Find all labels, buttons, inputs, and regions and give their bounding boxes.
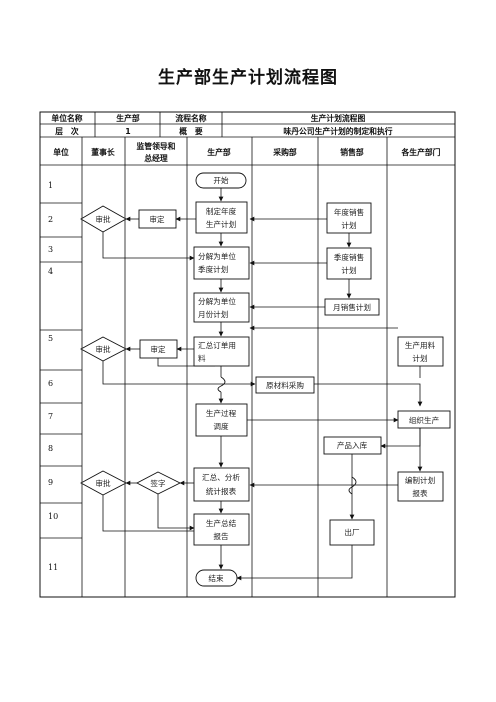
flow-label: 流程名称 [175,113,206,123]
dept-material-node [397,336,444,367]
final-report-node [193,513,250,546]
col-production: 生产部 [207,147,231,157]
col-board: 董事长 [91,147,115,157]
end-node [195,569,238,587]
row-number: 10 [48,512,58,521]
quarter-plan-label: 季度计划 [198,264,228,274]
compile-report-label: 编制计划 [405,475,435,485]
material-purchase-label: 原材料采购 [266,380,304,390]
review2-label: 审定 [150,344,166,354]
row-number: 4 [48,267,53,276]
dept-material-label: 计划 [412,353,427,363]
quarter-plan-node [193,246,250,280]
summary-material-label: 料 [198,353,206,363]
analysis-report-label: 汇总、分析 [202,472,240,482]
approve2-label: 审批 [95,344,111,354]
row-number: 5 [48,334,53,343]
sales-month-label: 月销售计划 [333,302,371,312]
analysis-report-label: 统计报表 [206,486,237,496]
approve2-decision [80,336,127,362]
quarter-plan-label: 分解为单位 [198,251,236,261]
row-number: 11 [48,563,58,572]
summary-material-label: 汇总订单用 [198,340,236,350]
unit-value: 生产部 [116,113,140,123]
month-plan-node [193,292,250,323]
col-departments: 各生产部门 [401,147,441,157]
analysis-report-node [193,467,250,502]
row-number: 1 [48,181,53,190]
row-number: 7 [48,412,53,421]
annual-plan-label: 制定年度 [206,206,237,216]
final-report-label: 报告 [213,531,229,541]
sales-quarter-label: 季度销售 [334,252,364,262]
dept-material-label: 生产用料 [405,340,436,350]
approve3-decision [80,470,127,496]
process-dispatch-label: 生产过程 [206,408,237,418]
info-table [39,111,456,598]
start-node [195,172,247,189]
line-crossing [217,376,226,393]
lane-grid [40,137,388,597]
final-report-label: 生产总结 [206,518,237,528]
sign-decision [136,471,182,495]
approve3-label: 审批 [95,478,111,488]
sign-label: 签字 [150,478,166,488]
row-number: 9 [48,478,53,487]
unit-label: 单位名称 [51,113,82,123]
page-title: 生产部生产计划流程图 [158,68,338,88]
shipment-node [329,519,375,546]
summary-label: 概 要 [179,126,203,136]
compile-report-node [397,471,444,502]
organize-production-label: 组织生产 [409,415,440,425]
organize-production-node [397,410,451,429]
approve1-label: 审批 [95,214,111,224]
month-plan-label: 分解为单位 [198,296,236,306]
review2-node [139,339,178,359]
col-unit: 单位 [53,147,69,157]
row-number: 3 [48,245,53,254]
storage-node [323,436,382,455]
line-crossing [348,476,357,495]
month-plan-label: 月份计划 [198,309,228,319]
annual-plan-node [195,201,248,234]
review1-label: 审定 [149,214,165,224]
approve1-decision [80,205,127,233]
sales-quarter-label: 计划 [341,265,356,275]
row-number: 8 [48,444,53,453]
sales-annual-node [326,202,372,234]
end-label: 结束 [208,573,224,583]
col-supervisor-line2: 总经理 [144,153,168,163]
sales-annual-label: 计划 [341,220,356,230]
storage-label: 产品入库 [337,440,368,450]
sales-month-node [324,298,380,316]
row-number: 2 [48,215,53,224]
annual-plan-label: 生产计划 [206,219,236,229]
summary-value: 味丹公司生产计划的制定和执行 [283,126,392,136]
col-sales: 销售部 [340,147,364,157]
summary-material-node [193,336,250,367]
start-label: 开始 [213,175,229,185]
material-purchase-node [255,376,315,394]
sales-quarter-node [326,247,372,280]
level-label: 层 次 [55,126,79,136]
compile-report-label: 报表 [412,488,428,498]
col-purchasing: 采购部 [272,147,297,157]
process-dispatch-label: 调度 [213,421,229,431]
shipment-label: 出厂 [344,527,360,537]
row-number: 6 [48,379,53,388]
review1-node [138,209,177,229]
col-supervisor-line1: 监管领导和 [137,141,176,151]
sales-annual-label: 年度销售 [334,207,364,217]
process-dispatch-node [195,403,248,437]
flow-value: 生产计划流程图 [311,113,366,123]
level-value: 1 [125,127,130,136]
